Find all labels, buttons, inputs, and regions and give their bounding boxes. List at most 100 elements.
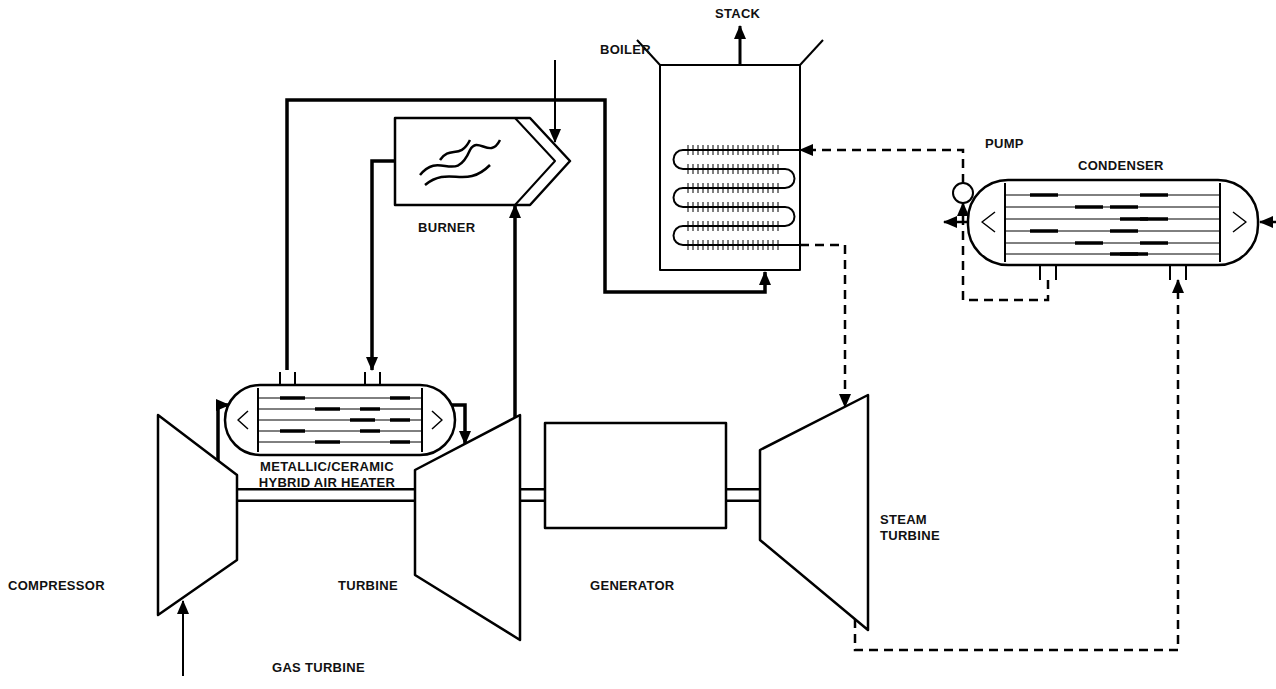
- connector-path: [855, 280, 1178, 650]
- outline-stroke: [748, 202, 749, 212]
- outline-stroke: [708, 183, 709, 193]
- generator-outline: [545, 423, 726, 528]
- outline-stroke: [743, 202, 744, 212]
- outline-stroke: [748, 164, 749, 174]
- outline-stroke: [718, 202, 719, 212]
- shaft-outline: [519, 488, 546, 502]
- boiler: BOILER: [637, 38, 825, 272]
- outline-stroke: [1140, 241, 1168, 245]
- cooling-in-arrow: [1260, 221, 1276, 224]
- outline-stroke: [315, 407, 340, 411]
- outline-stroke: [723, 164, 724, 174]
- component-label: BOILER: [600, 42, 651, 58]
- outline-stroke: [1005, 207, 1220, 208]
- outline-stroke: [738, 221, 739, 231]
- heater-shell: [225, 385, 455, 455]
- outline-stroke: [258, 409, 422, 410]
- turbine-symbol: [415, 415, 520, 640]
- outline-stroke: [713, 145, 714, 155]
- outline-stroke: [773, 202, 774, 212]
- outline-stroke: [390, 440, 410, 444]
- outline-stroke: [688, 240, 689, 250]
- outline-stroke: [1030, 229, 1058, 233]
- outline-stroke: [1140, 193, 1168, 197]
- outline-stroke: [738, 164, 739, 174]
- shaft-outline: [725, 488, 761, 502]
- outline-stroke: [733, 164, 734, 174]
- outline-stroke: [698, 145, 699, 155]
- outline-stroke: [748, 183, 749, 193]
- outline-stroke: [738, 240, 739, 250]
- steam-turbine: STEAM TURBINE: [760, 395, 868, 630]
- component-label: TURBINE: [338, 578, 398, 594]
- outline-stroke: [778, 221, 779, 231]
- steam-turbine-symbol: [760, 395, 868, 630]
- outline-stroke: [748, 221, 749, 231]
- outline-stroke: [1005, 254, 1220, 255]
- outline-stroke: [688, 221, 689, 231]
- connector-path: [513, 205, 517, 418]
- outline-stroke: [1140, 217, 1168, 221]
- outline-stroke: [743, 221, 744, 231]
- outline-stroke: [763, 164, 764, 174]
- outline-stroke: [723, 145, 724, 155]
- air-line: [515, 205, 516, 418]
- outline-stroke: [708, 240, 709, 250]
- outline-stroke: [753, 145, 754, 155]
- outline-stroke: [713, 202, 714, 212]
- outline-stroke: [743, 164, 744, 174]
- outline-stroke: [768, 221, 769, 231]
- turbine: TURBINE: [415, 415, 520, 640]
- outline-stroke: [728, 145, 729, 155]
- flow-chevron: [982, 212, 995, 232]
- outline-stroke: [768, 202, 769, 212]
- burner: BURNER: [395, 118, 570, 205]
- outline-stroke: [733, 145, 734, 155]
- outline-stroke: [763, 202, 764, 212]
- outline-stroke: [753, 183, 754, 193]
- compressor-outline: [158, 415, 237, 615]
- burner-outline: [395, 118, 570, 205]
- outline-stroke: [693, 240, 694, 250]
- shaft-outline: [236, 488, 416, 502]
- outline-stroke: [703, 202, 704, 212]
- condenser-outline: [968, 180, 1258, 280]
- outline-stroke: [748, 145, 749, 155]
- flow-chevron: [1233, 212, 1246, 232]
- outline-stroke: [758, 164, 759, 174]
- outline-stroke: [763, 183, 764, 193]
- intake-arrow: [182, 601, 184, 676]
- outline-stroke: [1030, 193, 1058, 197]
- pump: PUMP: [953, 183, 973, 203]
- outline-stroke: [728, 240, 729, 250]
- stack-label: STACK: [715, 6, 760, 22]
- outline-stroke: [688, 145, 689, 155]
- steam-line: [800, 245, 845, 407]
- shaft: [725, 495, 761, 496]
- outline-stroke: [693, 145, 694, 155]
- outline-stroke: [350, 418, 375, 422]
- outline-stroke: [758, 240, 759, 250]
- outline-stroke: [773, 145, 774, 155]
- outline-stroke: [703, 145, 704, 155]
- outline-stroke: [728, 221, 729, 231]
- outline-stroke: [773, 164, 774, 174]
- outline-stroke: [258, 431, 422, 432]
- outline-stroke: [360, 429, 380, 433]
- outline-stroke: [688, 202, 689, 212]
- generator-box: [545, 423, 726, 528]
- outline-stroke: [713, 183, 714, 193]
- flow-chevron: [432, 411, 442, 429]
- condenser: CONDENSER: [968, 180, 1258, 280]
- outline-stroke: [758, 183, 759, 193]
- shaft-core: [519, 491, 546, 500]
- boiler-coil: [674, 150, 801, 245]
- outline-stroke: [743, 145, 744, 155]
- outline-stroke: [708, 221, 709, 231]
- outline-stroke: [733, 202, 734, 212]
- component-label: BURNER: [418, 220, 475, 236]
- outline-stroke: [718, 221, 719, 231]
- outline-stroke: [698, 202, 699, 212]
- outline-stroke: [1005, 219, 1220, 220]
